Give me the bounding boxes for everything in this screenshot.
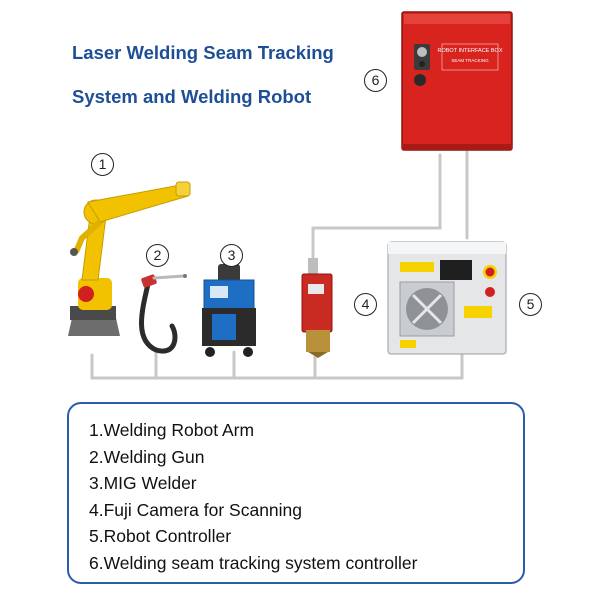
tracking-system-controller: ROBOT INTERFACE BOX SEAM TRACKING: [400, 8, 516, 161]
welding-robot-arm: [58, 168, 208, 353]
legend-box: 1.Welding Robot Arm 2.Welding Gun 3.MIG …: [67, 402, 525, 584]
callout-3: 3: [220, 244, 243, 267]
wire-controller-to-camera: [311, 153, 442, 260]
diagram-title-line-2: System and Welding Robot: [72, 86, 312, 107]
tracking-controller-plate-label: ROBOT INTERFACE BOX: [438, 48, 503, 54]
legend-list: 1.Welding Robot Arm 2.Welding Gun 3.MIG …: [69, 404, 523, 576]
welding-gun: [132, 270, 192, 359]
callout-2: 2: [146, 244, 169, 267]
robot-controller: [386, 240, 510, 361]
bottom-bus-wire: [90, 350, 464, 380]
legend-item-2: 2.Welding Gun: [89, 446, 205, 467]
callout-1: 1: [91, 153, 114, 176]
callout-5: 5: [519, 293, 542, 316]
legend-item-6: 6.Welding seam tracking system controlle…: [89, 552, 418, 573]
legend-item-5: 5.Robot Controller: [89, 526, 232, 546]
legend-item-1: 1.Welding Robot Arm: [89, 420, 255, 440]
callout-6: 6: [364, 69, 387, 92]
mig-welder: [196, 262, 262, 363]
diagram-title-line-1: Laser Welding Seam Tracking: [72, 42, 334, 63]
legend-item-3: 3.MIG Welder: [89, 473, 197, 493]
tracking-controller-subplate-label: SEAM TRACKING: [451, 58, 489, 63]
legend-item-4: 4.Fuji Camera for Scanning: [89, 499, 303, 520]
fuji-camera: [298, 256, 342, 365]
callout-4: 4: [354, 293, 377, 316]
